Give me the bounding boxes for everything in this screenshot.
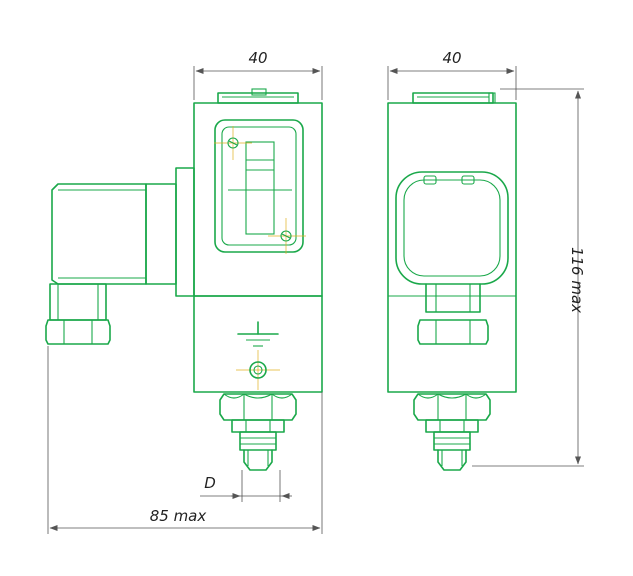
- front-screw-upper: [214, 126, 252, 160]
- side-small-nut: [425, 419, 479, 433]
- front-view: [45, 88, 323, 471]
- dim-depth-label: 85 max: [150, 507, 207, 525]
- front-screw-bottom: [236, 350, 280, 390]
- dim-thread: D: [200, 470, 292, 502]
- dim-side-width: 40: [387, 49, 517, 100]
- dim-front-width-label: 40: [248, 49, 267, 67]
- front-thread-fitting: [239, 431, 277, 471]
- side-top-clip: [412, 92, 496, 104]
- dim-depth: 85 max: [47, 346, 323, 534]
- ground-symbol: [237, 321, 279, 347]
- side-hex-nut: [413, 393, 491, 421]
- dim-height-label: 116 max: [568, 247, 586, 313]
- dim-height: 116 max: [472, 88, 586, 467]
- front-small-nut: [231, 419, 285, 433]
- side-thread-fitting: [433, 431, 471, 471]
- front-top-clip: [217, 88, 299, 104]
- dim-thread-label: D: [204, 474, 216, 492]
- front-hex-nut: [219, 393, 297, 421]
- dim-front-width: 40: [193, 49, 323, 100]
- side-connector-face: [395, 171, 509, 345]
- front-connector: [45, 167, 195, 345]
- side-housing: [387, 102, 517, 393]
- front-window: [214, 119, 304, 253]
- front-lower-housing: [193, 295, 323, 393]
- front-screw-lower: [268, 218, 306, 254]
- dim-side-width-label: 40: [442, 49, 461, 67]
- side-view: [387, 92, 517, 471]
